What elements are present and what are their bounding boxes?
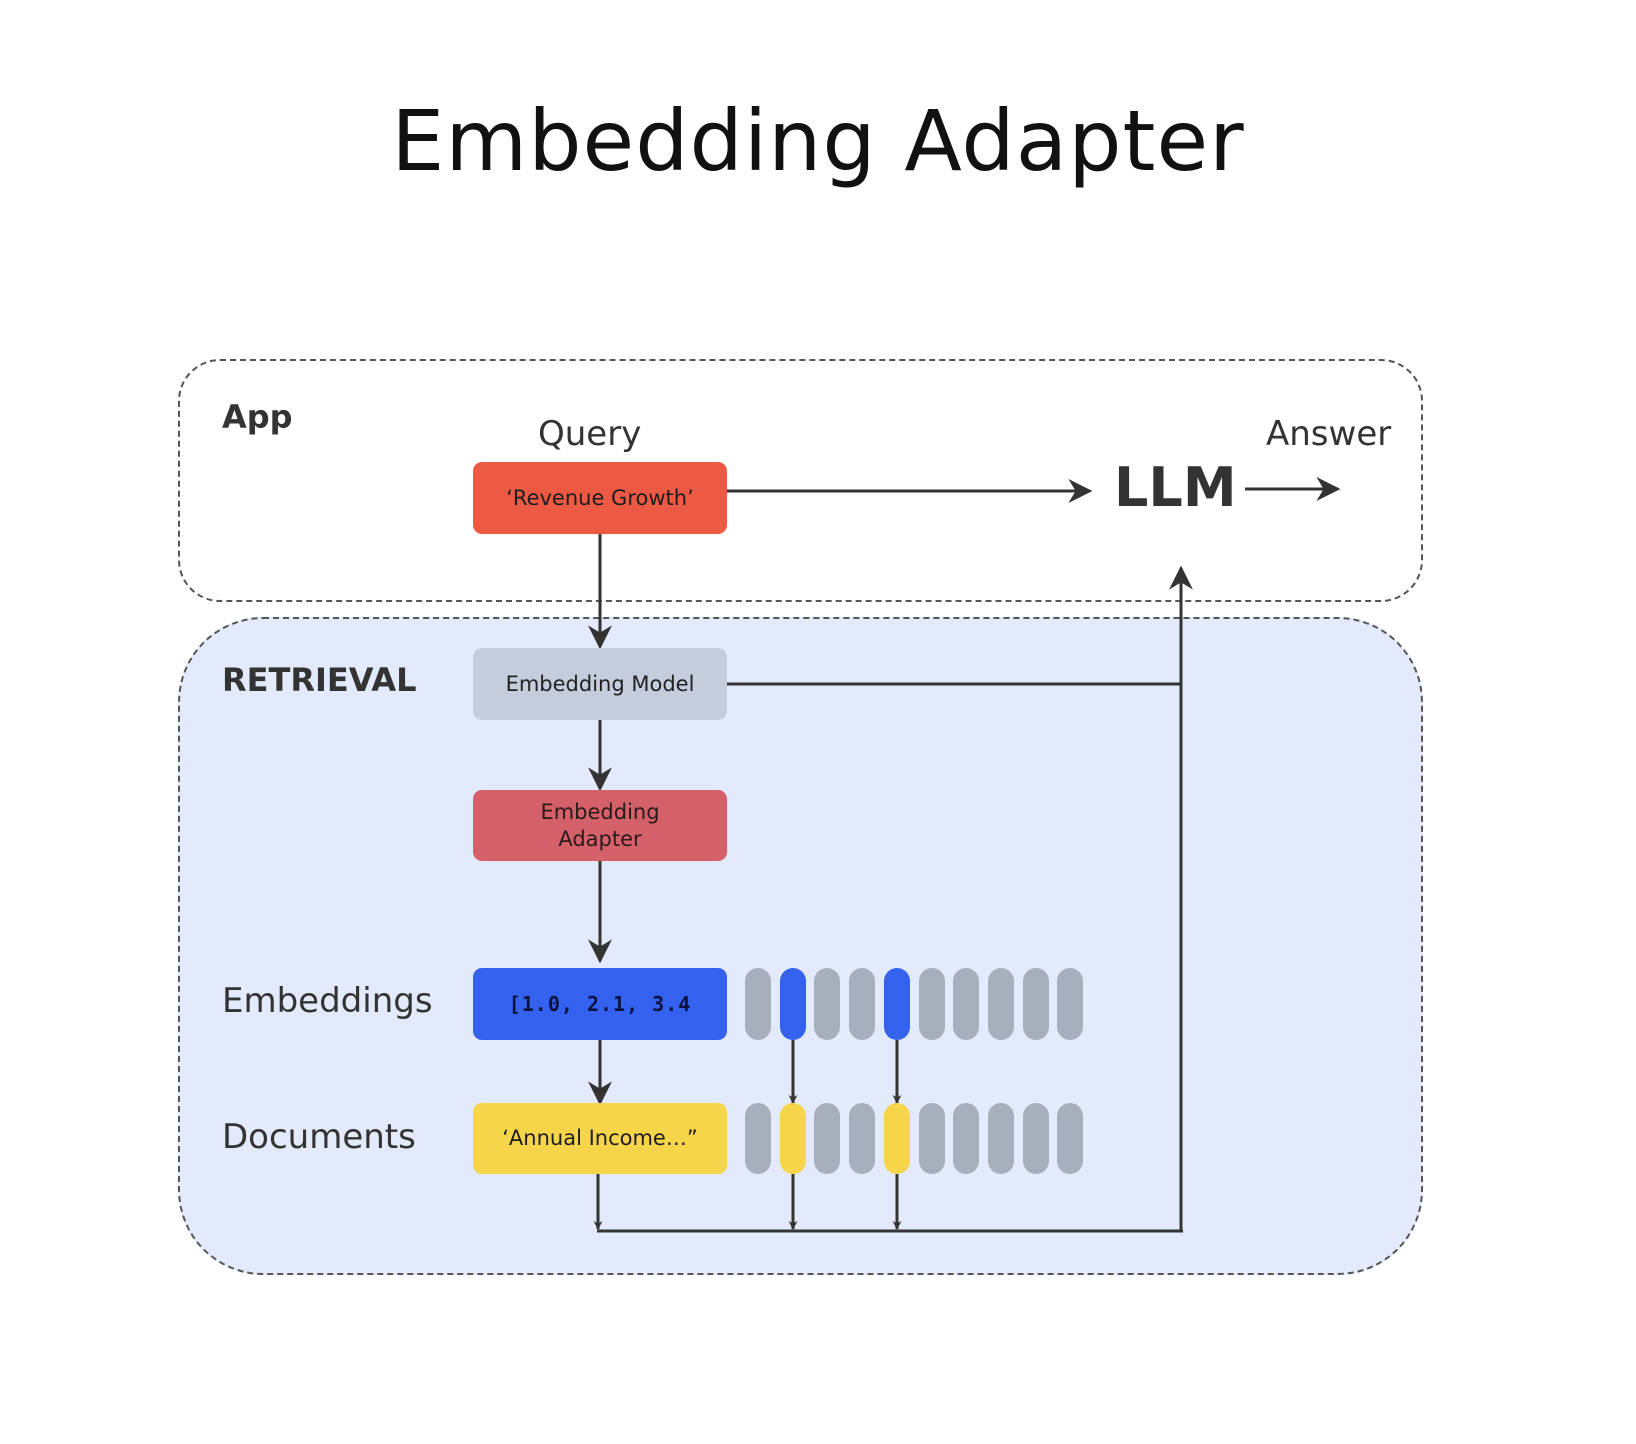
query-label: Query: [538, 414, 642, 454]
document-slot-5: [884, 1103, 910, 1174]
embedding-slot-2: [780, 968, 806, 1040]
embedding-slot-4: [849, 968, 875, 1040]
embedding-slot-9: [1023, 968, 1049, 1040]
embedding-slot-6: [919, 968, 945, 1040]
document-slot-7: [953, 1103, 979, 1174]
document-slot-2: [780, 1103, 806, 1174]
embedding-slot-1: [745, 968, 771, 1040]
document-slot-8: [988, 1103, 1014, 1174]
document-slot-3: [814, 1103, 840, 1174]
document-slot-10: [1057, 1103, 1083, 1174]
embedding-slot-3: [814, 968, 840, 1040]
embedding-slot-8: [988, 968, 1014, 1040]
embedding-adapter-box: Embedding Adapter: [473, 790, 727, 861]
query-box: ‘Revenue Growth’: [473, 462, 727, 534]
diagram-title: Embedding Adapter: [391, 92, 1245, 190]
documents-row-label: Documents: [222, 1117, 416, 1157]
embedding-slot-5: [884, 968, 910, 1040]
embedding-vector-box: [1.0, 2.1, 3.4: [473, 968, 727, 1040]
embeddings-row-label: Embeddings: [222, 981, 433, 1021]
document-slot-4: [849, 1103, 875, 1174]
llm-label: LLM: [1114, 456, 1237, 519]
embedding-slot-10: [1057, 968, 1083, 1040]
embedding-slot-7: [953, 968, 979, 1040]
app-region-label: App: [222, 398, 293, 436]
document-box: ‘Annual Income…”: [473, 1103, 727, 1174]
document-slot-6: [919, 1103, 945, 1174]
document-slot-1: [745, 1103, 771, 1174]
answer-label: Answer: [1266, 414, 1392, 454]
embedding-model-box: Embedding Model: [473, 648, 727, 720]
app-region: [178, 359, 1423, 602]
document-slot-9: [1023, 1103, 1049, 1174]
retrieval-region-label: RETRIEVAL: [222, 661, 417, 699]
